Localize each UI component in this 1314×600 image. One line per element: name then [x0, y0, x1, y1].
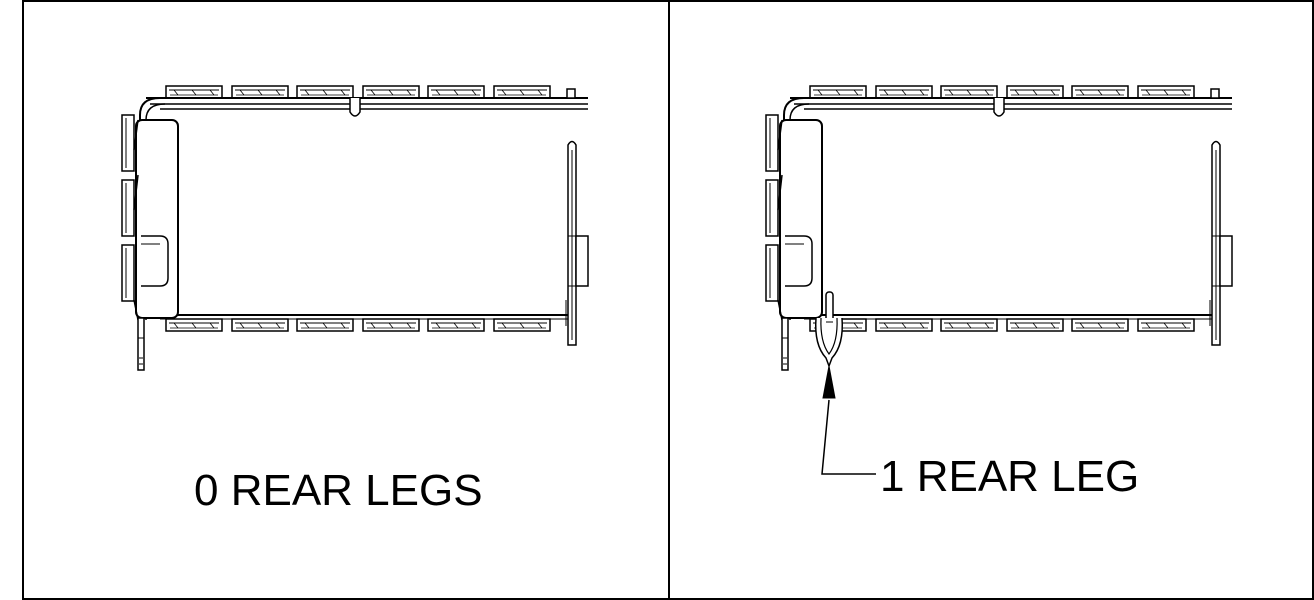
panel-label-one-leg: 1 REAR LEG — [880, 452, 1139, 501]
panel-zero-rear-legs: 0 REAR LEGS — [122, 86, 588, 515]
sofa-frame-top-view — [122, 86, 588, 370]
panel-one-rear-leg: 1 REAR LEG — [766, 86, 1232, 501]
callout-leader — [821, 365, 876, 475]
panel-label-zero-legs: 0 REAR LEGS — [194, 466, 483, 515]
rear-leg — [814, 291, 844, 369]
